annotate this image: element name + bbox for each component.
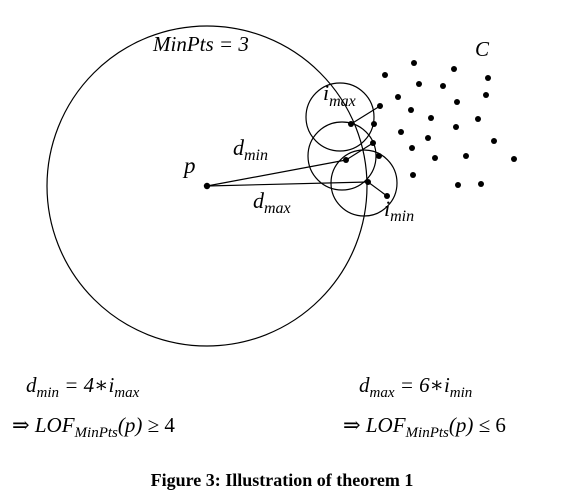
- dmin-label: dmin: [233, 135, 268, 164]
- right-lof-arg: (p): [449, 413, 474, 437]
- cluster-point: [453, 124, 459, 130]
- dmin-label-var: d: [233, 135, 245, 160]
- minpts-neighborhood-circle: [46, 25, 368, 347]
- imin-label-sub: min: [390, 208, 414, 225]
- cluster-point: [478, 181, 484, 187]
- left-relation: ≥ 4: [142, 413, 175, 437]
- cluster-point: [409, 145, 415, 151]
- cluster-point: [485, 75, 491, 81]
- left-lof-arg: (p): [118, 413, 143, 437]
- cluster-point: [511, 156, 517, 162]
- right-eq-mid: = 6∗: [395, 373, 444, 397]
- cluster-label: C: [475, 37, 490, 61]
- left-arrow: ⇒: [12, 413, 35, 437]
- imax-label-sub: max: [329, 93, 356, 110]
- neighbor-point: [348, 121, 354, 127]
- cluster-point: [416, 81, 422, 87]
- left-lof: LOF: [34, 413, 75, 437]
- cluster-point: [410, 172, 416, 178]
- neighbor-point: [377, 103, 383, 109]
- cluster-point: [455, 182, 461, 188]
- cluster-point: [425, 135, 431, 141]
- left-eq-var2: i: [108, 373, 114, 397]
- cluster-point: [398, 129, 404, 135]
- right-eq-var2: i: [444, 373, 450, 397]
- dmin-label-sub: min: [244, 147, 268, 164]
- left-eq-sub2: max: [114, 385, 139, 401]
- left-eq-mid: = 4∗: [59, 373, 108, 397]
- radius-line-middle: [345, 142, 374, 161]
- cluster-point: [408, 107, 414, 113]
- neighbor-point: [371, 121, 377, 127]
- cluster-point: [440, 83, 446, 89]
- cluster-point: [432, 155, 438, 161]
- cluster-point: [382, 72, 388, 78]
- point-p-label: p: [182, 153, 196, 178]
- neighbor-circle-middle: [307, 121, 377, 191]
- imin-label: imin: [384, 196, 414, 225]
- cluster-point: [475, 116, 481, 122]
- neighbor-point: [365, 179, 371, 185]
- neighbor-point: [370, 140, 376, 146]
- left-eq-var: d: [26, 373, 37, 397]
- minpts-label: MinPts = 3: [152, 32, 249, 56]
- imax-radius-line: [350, 105, 381, 125]
- cluster-point: [395, 94, 401, 100]
- right-arrow: ⇒: [343, 413, 366, 437]
- right-lof: LOF: [365, 413, 406, 437]
- point-p: [203, 182, 211, 190]
- neighbor-point: [376, 153, 382, 159]
- right-implication: ⇒ LOFMinPts(p) ≤ 6: [343, 413, 506, 441]
- dmax-line: [206, 181, 369, 187]
- neighbor-points: [343, 103, 390, 199]
- cluster-point: [483, 92, 489, 98]
- cluster-c-points: [382, 60, 517, 188]
- left-implication: ⇒ LOFMinPts(p) ≥ 4: [12, 413, 175, 441]
- neighbor-point: [384, 193, 390, 199]
- dmin-line: [206, 159, 347, 187]
- figure-caption: Figure 3: Illustration of theorem 1: [151, 470, 414, 490]
- right-lof-sub: MinPts: [405, 425, 449, 441]
- imin-label-var: i: [384, 196, 390, 221]
- right-eq-var: d: [359, 373, 370, 397]
- imax-label-var: i: [323, 80, 329, 105]
- neighbor-point: [343, 157, 349, 163]
- neighbor-circle-top: [305, 82, 375, 152]
- right-eq-sub: max: [370, 385, 395, 401]
- left-eq-sub: min: [37, 385, 60, 401]
- right-relation: ≤ 6: [473, 413, 506, 437]
- left-lof-sub: MinPts: [74, 425, 118, 441]
- right-equation: dmax = 6∗imin: [359, 373, 472, 401]
- cluster-point: [463, 153, 469, 159]
- imin-radius-line: [367, 181, 388, 197]
- left-equation: dmin = 4∗imax: [26, 373, 140, 401]
- imax-label: imax: [323, 80, 356, 110]
- cluster-point: [491, 138, 497, 144]
- right-eq-sub2: min: [450, 385, 473, 401]
- cluster-point: [451, 66, 457, 72]
- dmax-label: dmax: [253, 188, 291, 217]
- cluster-point: [428, 115, 434, 121]
- cluster-point: [454, 99, 460, 105]
- dmax-label-var: d: [253, 188, 265, 213]
- dmax-label-sub: max: [264, 200, 291, 217]
- cluster-point: [411, 60, 417, 66]
